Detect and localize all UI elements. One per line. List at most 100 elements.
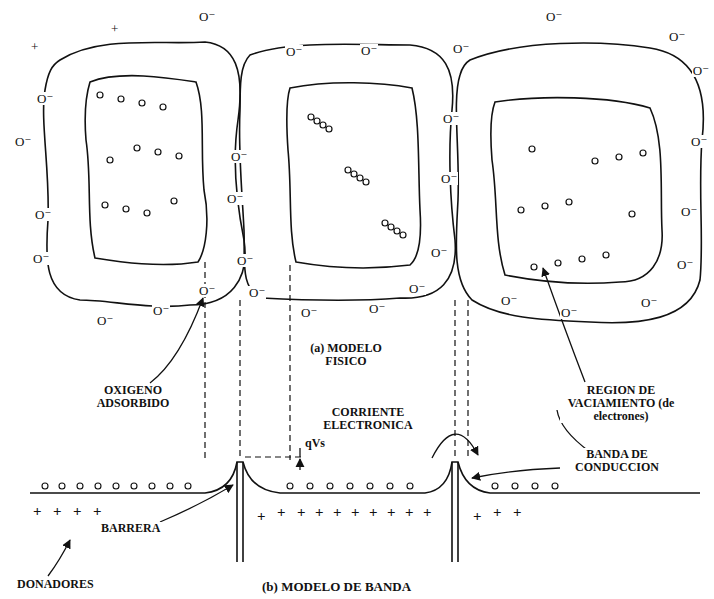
oxygen-ion: O⁻ xyxy=(152,304,170,317)
electron xyxy=(131,483,137,489)
donor-dot xyxy=(102,202,108,208)
oxygen-ion: O⁻ xyxy=(32,252,50,265)
donor-dot xyxy=(555,260,561,266)
donor-dot xyxy=(542,203,548,209)
donor-charge: + xyxy=(404,506,415,519)
donor-dot xyxy=(592,158,598,164)
oxygen-ion: O⁻ xyxy=(408,282,426,295)
donor-dot xyxy=(388,224,394,230)
oxygen-ion: O⁻ xyxy=(226,192,244,205)
electron xyxy=(532,483,538,489)
oxygen-ion: O⁻ xyxy=(430,246,448,259)
oxygen-ion: O⁻ xyxy=(236,254,254,267)
donor-dot xyxy=(363,179,369,185)
oxygen-ion: O⁻ xyxy=(440,172,458,185)
donor-charge: + xyxy=(314,506,325,519)
oxygen-ion: O⁻ xyxy=(248,286,266,299)
electron xyxy=(512,483,518,489)
oxygen-ion: O⁻ xyxy=(368,302,386,315)
donor-dot xyxy=(107,157,113,163)
donor-dot xyxy=(616,154,622,160)
oxygen-ion: O⁻ xyxy=(640,296,658,309)
oxygen-ion: O⁻ xyxy=(690,135,708,148)
donor-dot xyxy=(176,153,182,159)
donor-dot xyxy=(314,118,320,124)
figure-caption: (b) MODELO DE BANDA xyxy=(261,580,412,593)
electron xyxy=(42,483,48,489)
part-label: (a) MODELO FISICO xyxy=(300,342,392,368)
donor-dot xyxy=(518,207,524,213)
donor-charge: + xyxy=(92,505,103,518)
oxygen-ion: O⁻ xyxy=(96,314,114,327)
donor-dot xyxy=(134,145,140,151)
oxygen-ion: O⁻ xyxy=(230,150,248,163)
donor-dot xyxy=(320,122,326,128)
oxygen-ion: O⁻ xyxy=(300,306,318,319)
donor-dot xyxy=(603,252,609,258)
donor-dot xyxy=(357,175,363,181)
part-label: REGION DE VACIAMIENTO (de electrones) xyxy=(560,384,682,423)
donor-dot xyxy=(118,96,124,102)
donor-dot xyxy=(97,92,103,98)
oxygen-ion: O⁻ xyxy=(545,10,563,23)
oxygen-ion: O⁻ xyxy=(692,64,710,77)
electron xyxy=(407,483,413,489)
part-label: DONADORES xyxy=(16,578,95,591)
electron xyxy=(307,483,313,489)
oxygen-ion: + xyxy=(30,40,39,53)
donor-dot xyxy=(531,264,537,270)
electron xyxy=(95,483,101,489)
electron xyxy=(327,483,333,489)
donor-charge: + xyxy=(368,506,379,519)
part-label: BARRERA xyxy=(100,522,161,535)
donor-charge: + xyxy=(492,506,503,519)
electron xyxy=(492,483,498,489)
electron xyxy=(167,483,173,489)
donor-dot xyxy=(400,232,406,238)
donor-dot xyxy=(171,198,177,204)
oxygen-ion: O⁻ xyxy=(285,45,303,58)
donor-dot xyxy=(579,256,585,262)
donor-dot xyxy=(640,150,646,156)
donor-dot xyxy=(144,210,150,216)
signal-label: qVs xyxy=(304,437,326,450)
donor-charge: + xyxy=(472,510,483,523)
donor-dot xyxy=(382,220,388,226)
oxygen-ion: O⁻ xyxy=(668,30,686,43)
donor-dot xyxy=(123,206,129,212)
electron xyxy=(185,483,191,489)
electron xyxy=(113,483,119,489)
electron xyxy=(59,483,65,489)
oxygen-ion: O⁻ xyxy=(360,44,378,57)
oxygen-ion: O⁻ xyxy=(36,92,54,105)
oxygen-ion: + xyxy=(110,22,119,35)
oxygen-ion: O⁻ xyxy=(500,294,518,307)
donor-charge: + xyxy=(512,506,523,519)
donor-dot xyxy=(308,114,314,120)
donor-charge: + xyxy=(332,506,343,519)
part-label: CORRIENTE ELECTRONICA xyxy=(312,406,424,432)
donor-dot xyxy=(351,171,357,177)
donor-charge: + xyxy=(276,506,287,519)
donor-charge: + xyxy=(296,506,307,519)
electron xyxy=(77,483,83,489)
electron xyxy=(552,483,558,489)
electron xyxy=(287,483,293,489)
part-label: BANDA DE CONDUCCION xyxy=(566,448,668,474)
donor-charge: + xyxy=(52,505,63,518)
donor-dot xyxy=(139,100,145,106)
part-label: OXIGENO ADSORBIDO xyxy=(92,384,174,410)
donor-dot xyxy=(566,199,572,205)
donor-charge: + xyxy=(32,505,43,518)
electron xyxy=(387,483,393,489)
electron xyxy=(347,483,353,489)
donor-dot xyxy=(326,126,332,132)
oxygen-ion: O⁻ xyxy=(14,135,32,148)
oxygen-ion: O⁻ xyxy=(34,208,52,221)
oxygen-ion: O⁻ xyxy=(442,112,460,125)
donor-dot xyxy=(629,211,635,217)
donor-charge: + xyxy=(386,506,397,519)
oxygen-ion: O⁻ xyxy=(560,306,578,319)
donor-charge: + xyxy=(256,510,267,523)
